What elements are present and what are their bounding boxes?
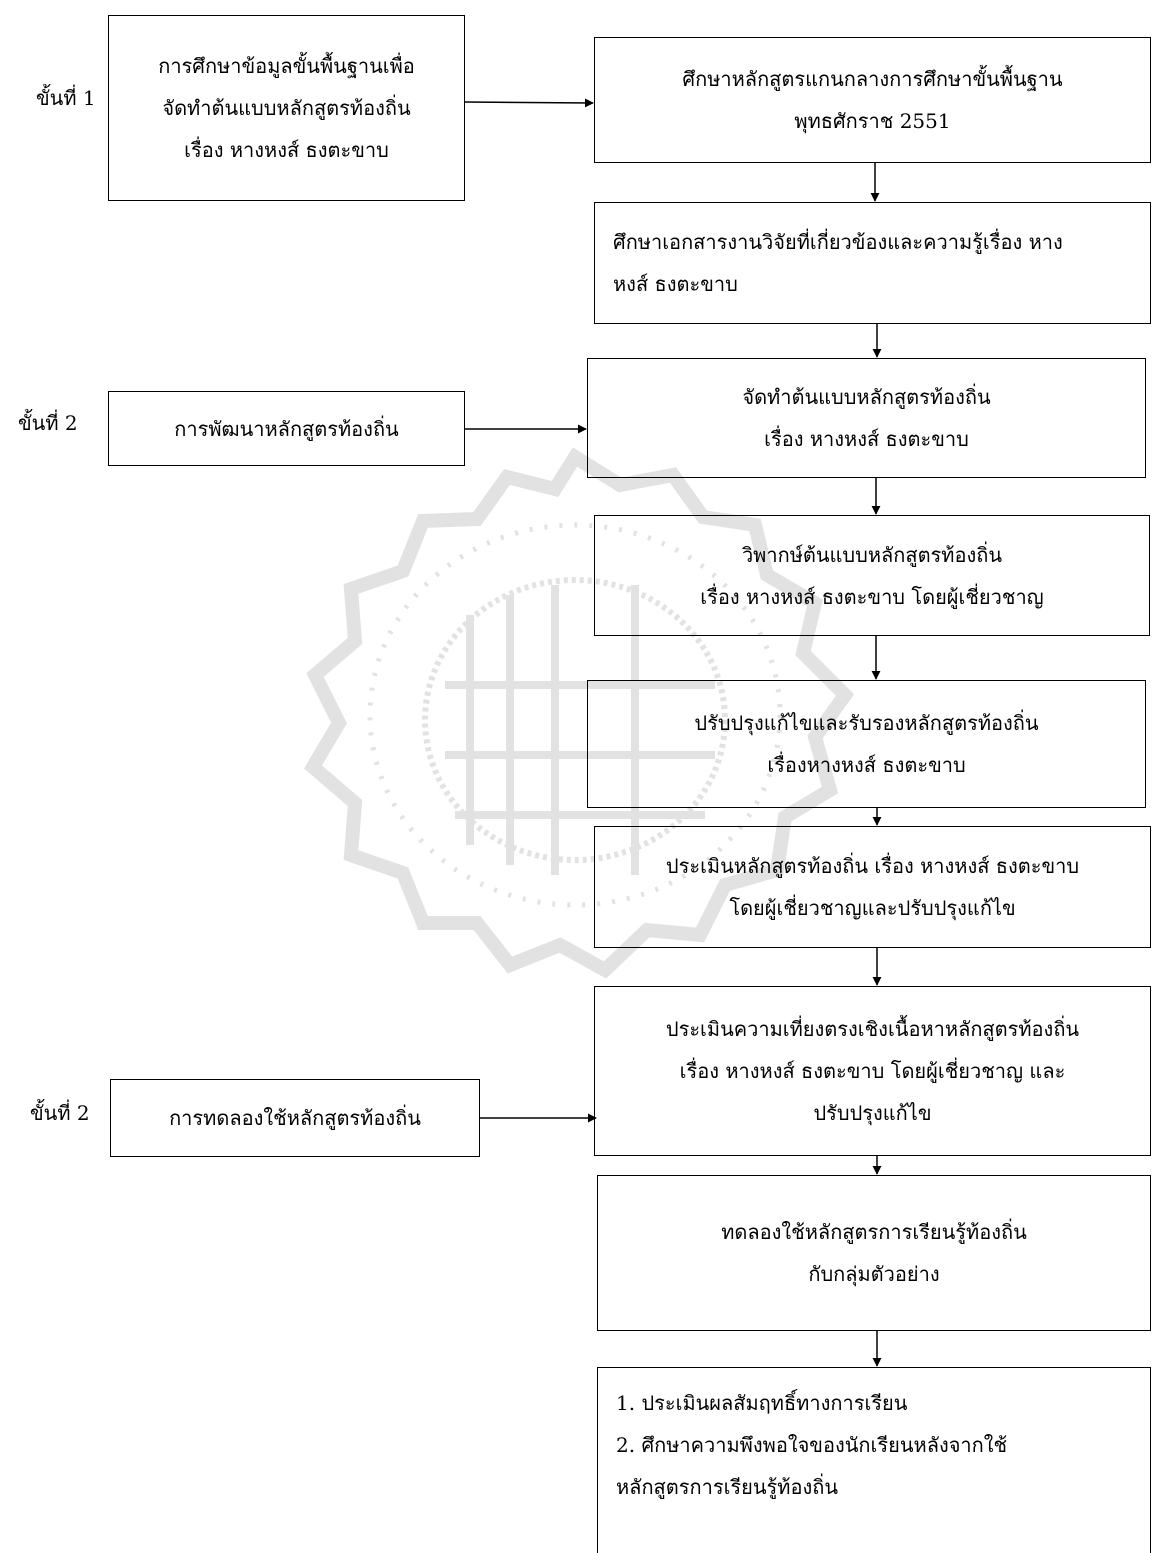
flow-box-text: ปรับปรุงแก้ไขและรับรองหลักสูตรท้องถิ่น เ…: [694, 711, 1039, 777]
flow-box-text: ประเมินหลักสูตรท้องถิ่น เรื่อง หางหงส์ ธ…: [665, 854, 1080, 920]
flow-box-text: จัดทำต้นแบบหลักสูตรท้องถิ่น เรื่อง หางหง…: [742, 385, 991, 451]
step-2-box: การพัฒนาหลักสูตรท้องถิ่น: [108, 391, 465, 466]
flow-box-core-curriculum: ศึกษาหลักสูตรแกนกลางการศึกษาขั้นพื้นฐาน …: [594, 37, 1151, 163]
flow-box-revise-certify: ปรับปรุงแก้ไขและรับรองหลักสูตรท้องถิ่น เ…: [587, 680, 1146, 808]
university-seal-watermark: [303, 447, 855, 979]
flow-box-text: ศึกษาเอกสารงานวิจัยที่เกี่ยวข้องและความร…: [613, 230, 1063, 296]
flow-box-content-validity: ประเมินความเที่ยงตรงเชิงเนื้อหาหลักสูตรท…: [594, 986, 1151, 1156]
flow-box-literature-review: ศึกษาเอกสารงานวิจัยที่เกี่ยวข้องและความร…: [594, 202, 1151, 324]
step-3-box-text: การทดลองใช้หลักสูตรท้องถิ่น: [169, 1106, 421, 1130]
flow-box-text: 1. ประเมินผลสัมฤทธิ์ทางการเรียน 2. ศึกษา…: [616, 1391, 1008, 1499]
flow-box-expert-evaluation: ประเมินหลักสูตรท้องถิ่น เรื่อง หางหงส์ ธ…: [594, 826, 1151, 948]
step-2-box-text: การพัฒนาหลักสูตรท้องถิ่น: [174, 416, 399, 441]
flow-box-prototype: จัดทำต้นแบบหลักสูตรท้องถิ่น เรื่อง หางหง…: [587, 358, 1146, 478]
step-1-box: การศึกษาข้อมูลขั้นพื้นฐานเพื่อ จัดทำต้นแ…: [108, 15, 465, 201]
step-3-box: การทดลองใช้หลักสูตรท้องถิ่น: [110, 1079, 480, 1157]
flow-box-text: ประเมินความเที่ยงตรงเชิงเนื้อหาหลักสูตรท…: [665, 1017, 1080, 1125]
step-1-box-text: การศึกษาข้อมูลขั้นพื้นฐานเพื่อ จัดทำต้นแ…: [158, 54, 415, 162]
step-2-label: ขั้นที่ 2: [18, 411, 78, 435]
flow-box-trial: ทดลองใช้หลักสูตรการเรียนรู้ท้องถิ่น กับก…: [597, 1175, 1151, 1331]
flow-box-text: ทดลองใช้หลักสูตรการเรียนรู้ท้องถิ่น กับก…: [721, 1220, 1027, 1286]
step-3-label: ขั้นที่ 2: [30, 1101, 90, 1125]
arrow-step1-to-flow: [464, 98, 594, 108]
flow-box-text: ศึกษาหลักสูตรแกนกลางการศึกษาขั้นพื้นฐาน …: [682, 67, 1063, 133]
flow-box-text: วิพากษ์ต้นแบบหลักสูตรท้องถิ่น เรื่อง หาง…: [700, 542, 1044, 609]
step-1-label: ขั้นที่ 1: [36, 86, 96, 110]
flow-box-outcomes: 1. ประเมินผลสัมฤทธิ์ทางการเรียน 2. ศึกษา…: [597, 1367, 1151, 1553]
flow-box-expert-critique: วิพากษ์ต้นแบบหลักสูตรท้องถิ่น เรื่อง หาง…: [594, 515, 1150, 636]
